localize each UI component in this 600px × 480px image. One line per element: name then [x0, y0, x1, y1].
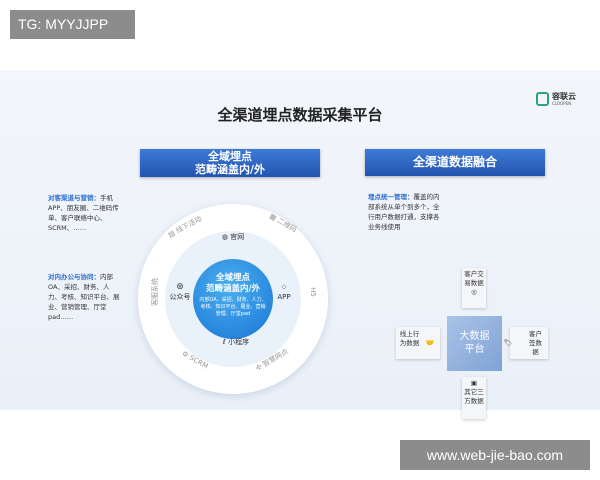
official-account-icon: ⊛ [176, 282, 184, 292]
channel-miniprogram: ℓ 小程序 [222, 338, 250, 346]
tag-icon: 🏷 [503, 339, 513, 347]
note-unified: 埋点统一管理：覆盖的内部系统从单个到多个，全行用户数据打通，支撑各业务线使用 [368, 193, 440, 231]
contact-icon: ▣ [470, 379, 478, 387]
logo-name: 容联云 [552, 92, 576, 101]
left-banner: 全域埋点范畴涵盖内/外 [140, 149, 320, 177]
overlay-tag: TG: MYYJJPP [10, 10, 135, 39]
arrow-left: 线上行为数据 [396, 327, 440, 359]
miniprogram-icon: ℓ [222, 338, 226, 346]
watermark: www.web-jie-bao.com [400, 440, 590, 470]
note-customer: 对客渠道与营销：手机APP、朋友圈、二维码传单、客户联络中心、SCRM、…… [48, 194, 119, 232]
center-circle: 全域埋点 范畴涵盖内/外 内部OA、采招、财务、人力、考核、知识平台、展业、营销… [193, 259, 273, 339]
arrow-top: 客户交易数据◎ [462, 268, 486, 308]
channel-website: ◍ 官网 [221, 233, 245, 241]
channel-official-account: ⊛公众号 [169, 282, 191, 301]
coins-icon: ◎ [471, 288, 477, 296]
app-icon: ⁘ [280, 283, 288, 293]
channel-app: ⁘APP [277, 283, 291, 301]
arrow-right: 客户签数据 [510, 327, 548, 359]
logo-sub: CLOOPEN [552, 101, 572, 106]
note-internal: 对内办公与协同：内部OA、采招、财务、人力、考核、知识平台、展业、营销管理、厅堂… [48, 273, 120, 321]
globe-icon: ◍ [221, 233, 228, 241]
channel-h5: H5 [309, 287, 317, 297]
handshake-icon: 🤝 [425, 339, 435, 347]
slide-title: 全渠道埋点数据采集平台 [217, 106, 383, 124]
big-data-cube: 大数据平台 [447, 316, 502, 371]
right-banner: 全渠道数据融合 [365, 149, 545, 176]
channel-service: 客服系统 [151, 278, 159, 306]
arrow-bottom: ▣其它三方数据 [462, 377, 486, 419]
logo-icon [536, 92, 549, 106]
